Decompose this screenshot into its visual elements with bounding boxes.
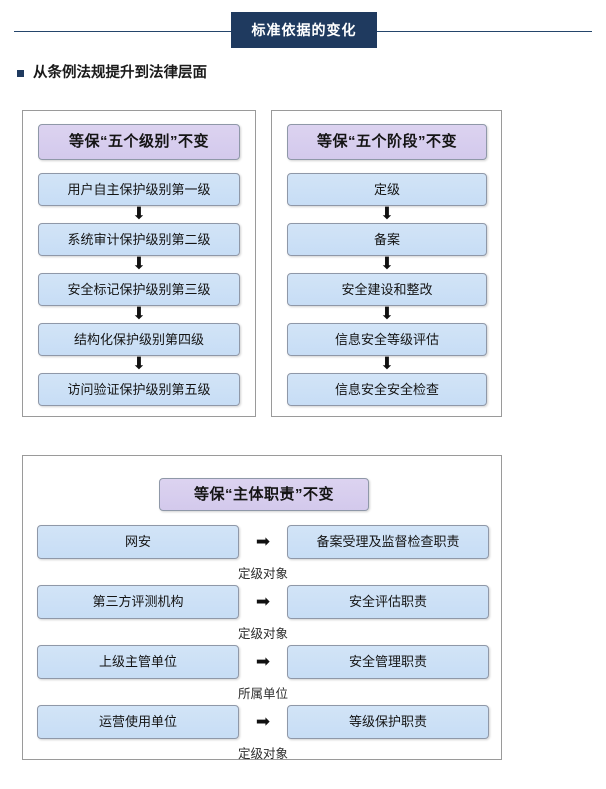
level-step-4[interactable]: 结构化保护级别第四级 — [38, 323, 240, 356]
page-header: 标准依据的变化 — [0, 0, 606, 58]
panel-duties-title: 等保“主体职责”不变 — [159, 478, 369, 511]
duty-row: 第三方评测机构 ➡ 安全评估职责 — [37, 585, 489, 619]
arrow-down-icon: ⬇ — [379, 204, 395, 224]
duty-responsibility-3[interactable]: 安全管理职责 — [287, 645, 489, 679]
panel-stages-title: 等保“五个阶段”不变 — [287, 124, 487, 160]
duty-caption-3: 所属单位 — [237, 686, 288, 701]
duty-responsibility-1[interactable]: 备案受理及监督检查职责 — [287, 525, 489, 559]
duty-row: 运营使用单位 ➡ 等级保护职责 — [37, 705, 489, 739]
duty-caption-2: 定级对象 — [237, 626, 288, 641]
arrow-down-icon: ⬇ — [379, 254, 395, 274]
stage-step-5[interactable]: 信息安全安全检查 — [287, 373, 487, 406]
duty-responsibility-2[interactable]: 安全评估职责 — [287, 585, 489, 619]
section-heading-label: 从条例法规提升到法律层面 — [33, 65, 207, 81]
level-step-2[interactable]: 系统审计保护级别第二级 — [38, 223, 240, 256]
arrow-down-icon: ⬇ — [131, 304, 147, 324]
panel-five-stages: 等保“五个阶段”不变 定级 ⬇ 备案 ⬇ 安全建设和整改 ⬇ 信息安全等级评估 … — [271, 110, 502, 417]
arrow-down-icon: ⬇ — [131, 354, 147, 374]
stage-step-4[interactable]: 信息安全等级评估 — [287, 323, 487, 356]
arrow-down-icon: ⬇ — [379, 354, 395, 374]
duty-row: 网安 ➡ 备案受理及监督检查职责 — [37, 525, 489, 559]
stage-step-1[interactable]: 定级 — [287, 173, 487, 206]
stage-step-3[interactable]: 安全建设和整改 — [287, 273, 487, 306]
header-title-badge: 标准依据的变化 — [231, 12, 377, 48]
duty-caption-4: 定级对象 — [237, 746, 288, 761]
duty-responsibility-4[interactable]: 等级保护职责 — [287, 705, 489, 739]
arrow-down-icon: ⬇ — [131, 254, 147, 274]
duty-caption-1: 定级对象 — [237, 566, 288, 581]
arrow-right-icon: ➡ — [255, 711, 271, 732]
duty-actor-1[interactable]: 网安 — [37, 525, 239, 559]
duty-actor-3[interactable]: 上级主管单位 — [37, 645, 239, 679]
level-step-3[interactable]: 安全标记保护级别第三级 — [38, 273, 240, 306]
arrow-down-icon: ⬇ — [131, 204, 147, 224]
panel-levels-title: 等保“五个级别”不变 — [38, 124, 240, 160]
square-bullet-icon — [17, 69, 24, 77]
panel-five-levels: 等保“五个级别”不变 用户自主保护级别第一级 ⬇ 系统审计保护级别第二级 ⬇ 安… — [22, 110, 256, 417]
flow-column-stages: 等保“五个阶段”不变 定级 ⬇ 备案 ⬇ 安全建设和整改 ⬇ 信息安全等级评估 … — [287, 124, 487, 406]
duty-row-list: 网安 ➡ 备案受理及监督检查职责 定级对象 第三方评测机构 ➡ 安全评估职责 定… — [37, 525, 489, 765]
duty-actor-2[interactable]: 第三方评测机构 — [37, 585, 239, 619]
panel-subject-duties: 等保“主体职责”不变 网安 ➡ 备案受理及监督检查职责 定级对象 第三方评测机构… — [22, 455, 502, 761]
flow-column-levels: 等保“五个级别”不变 用户自主保护级别第一级 ⬇ 系统审计保护级别第二级 ⬇ 安… — [38, 124, 240, 406]
arrow-right-icon: ➡ — [255, 531, 271, 552]
level-step-1[interactable]: 用户自主保护级别第一级 — [38, 173, 240, 206]
stage-step-2[interactable]: 备案 — [287, 223, 487, 256]
arrow-down-icon: ⬇ — [379, 304, 395, 324]
level-step-5[interactable]: 访问验证保护级别第五级 — [38, 373, 240, 406]
arrow-right-icon: ➡ — [255, 591, 271, 612]
arrow-right-icon: ➡ — [255, 651, 271, 672]
duty-row: 上级主管单位 ➡ 安全管理职责 — [37, 645, 489, 679]
duty-actor-4[interactable]: 运营使用单位 — [37, 705, 239, 739]
section-heading: 从条例法规提升到法律层面 — [17, 66, 207, 81]
page-title: 标准依据的变化 — [251, 22, 357, 38]
